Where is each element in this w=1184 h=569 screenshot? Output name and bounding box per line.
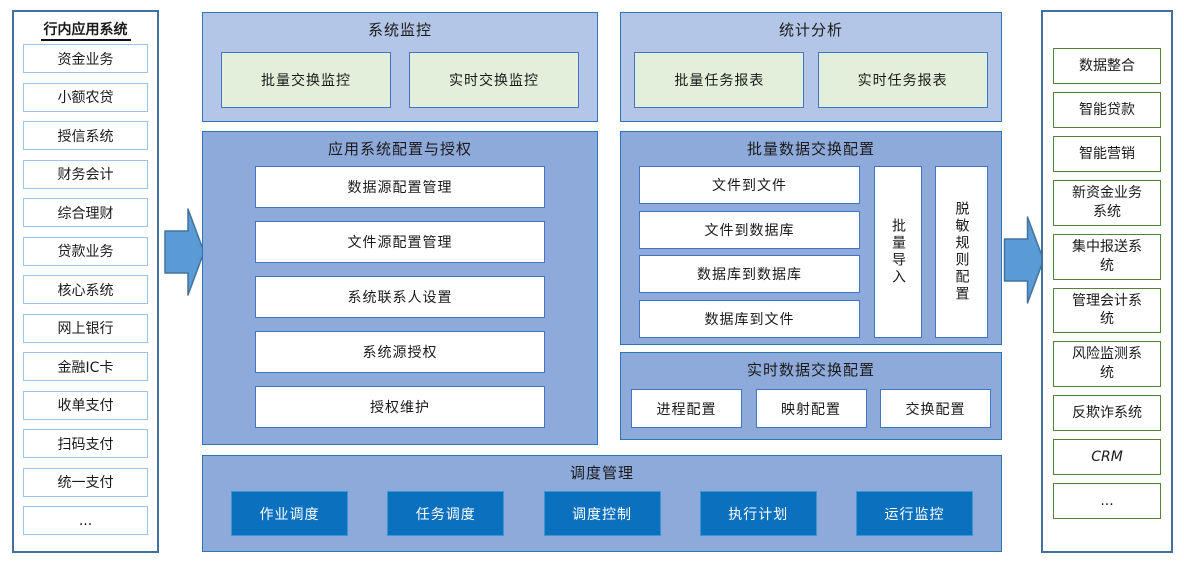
app-config-items: 数据源配置管理 文件源配置管理 系统联系人设置 系统源授权 授权维护 [203,159,597,428]
schedule-panel-title: 调度管理 [569,464,634,482]
batch-config-item: 文件到文件 [639,166,860,204]
left-app-item: 收单支付 [23,390,148,420]
left-app-item: 授信系统 [23,121,148,150]
right-system-item: 智能贷款 [1053,92,1161,128]
right-panel-items: 数据整合 智能贷款 智能营销 新资金业务系统 集中报送系统 管理会计系统 风险监… [1043,12,1171,520]
left-app-item: 统一支付 [23,467,148,497]
app-config-panel-title: 应用系统配置与授权 [327,140,472,158]
stats-item: 批量任务报表 [634,52,805,108]
left-panel-title-text: 行内应用系统 [40,22,131,41]
realtime-config-panel: 实时数据交换配置 进程配置 映射配置 交换配置 [620,352,1002,440]
schedule-item: 执行计划 [699,491,817,536]
monitor-panel: 系统监控 批量交换监控 实时交换监控 [202,12,598,122]
batch-config-item-column: 文件到文件 文件到数据库 数据库到数据库 数据库到文件 [639,166,860,338]
right-system-item: ... [1053,483,1161,520]
schedule-item: 作业调度 [231,491,348,536]
schedule-item: 调度控制 [543,491,661,536]
left-panel-items: 资金业务 小额农贷 授信系统 财务会计 综合理财 贷款业务 核心系统 网上银行 … [14,42,157,545]
masking-rules-vertical-box: 脱敏规则配置 [935,166,988,338]
left-panel-title: 行内应用系统 [14,12,157,42]
realtime-config-item: 交换配置 [880,389,991,428]
monitor-item: 批量交换监控 [221,52,391,108]
batch-config-panel-title: 批量数据交换配置 [746,140,875,158]
right-system-item: 反欺诈系统 [1053,395,1161,432]
flow-arrow-icon [164,208,205,296]
right-system-item: 智能营销 [1053,136,1161,172]
left-app-item: 小额农贷 [23,82,148,112]
stats-panel-title: 统计分析 [778,21,843,39]
left-app-item: ... [23,506,148,535]
left-app-item: 综合理财 [23,198,148,227]
right-system-item: 集中报送系统 [1053,233,1161,280]
flow-arrow-icon [1003,216,1045,304]
schedule-item: 任务调度 [387,491,505,536]
left-app-item: 核心系统 [23,275,148,304]
batch-config-items: 文件到文件 文件到数据库 数据库到数据库 数据库到文件 批量导入 脱敏规则配置 [621,166,1001,338]
app-config-item: 文件源配置管理 [255,221,545,263]
batch-import-vertical-box: 批量导入 [874,166,922,338]
stats-items: 批量任务报表 实时任务报表 [621,52,1001,108]
batch-config-item: 文件到数据库 [639,210,860,249]
right-system-item: 数据整合 [1053,48,1161,84]
app-config-item: 数据源配置管理 [255,166,545,208]
right-system-item: 风险监测系统 [1053,341,1161,388]
right-panel: 数据整合 智能贷款 智能营销 新资金业务系统 集中报送系统 管理会计系统 风险监… [1041,10,1173,553]
batch-config-item: 数据库到文件 [639,299,860,338]
left-app-item: 资金业务 [23,44,148,73]
left-app-item: 金融IC卡 [23,352,148,381]
realtime-config-item: 进程配置 [631,389,742,428]
stats-panel: 统计分析 批量任务报表 实时任务报表 [620,12,1002,122]
monitor-items: 批量交换监控 实时交换监控 [203,52,597,108]
realtime-config-panel-title: 实时数据交换配置 [746,361,875,379]
left-app-item: 扫码支付 [23,429,148,458]
left-app-item: 网上银行 [23,313,148,343]
monitor-panel-title: 系统监控 [367,21,432,39]
stats-item: 实时任务报表 [817,52,988,108]
app-config-item: 授权维护 [255,386,545,428]
realtime-config-item: 映射配置 [755,389,867,428]
batch-config-panel: 批量数据交换配置 文件到文件 文件到数据库 数据库到数据库 数据库到文件 批量导… [620,131,1002,345]
right-system-item: CRM [1053,439,1161,476]
schedule-items: 作业调度 任务调度 调度控制 执行计划 运行监控 [203,491,1001,536]
schedule-panel: 调度管理 作业调度 任务调度 调度控制 执行计划 运行监控 [202,455,1002,552]
realtime-config-items: 进程配置 映射配置 交换配置 [621,389,1001,428]
monitor-item: 实时交换监控 [409,52,579,108]
schedule-item: 运行监控 [856,491,973,536]
right-system-item: 新资金业务系统 [1053,180,1161,226]
batch-config-item: 数据库到数据库 [639,255,860,294]
right-system-item: 管理会计系统 [1053,287,1161,334]
app-config-panel: 应用系统配置与授权 数据源配置管理 文件源配置管理 系统联系人设置 系统源授权 … [202,131,598,445]
left-app-item: 贷款业务 [23,236,148,266]
app-config-item: 系统联系人设置 [255,276,545,318]
left-app-item: 财务会计 [23,159,148,189]
left-panel: 行内应用系统 资金业务 小额农贷 授信系统 财务会计 综合理财 贷款业务 核心系… [12,10,159,553]
app-config-item: 系统源授权 [255,331,545,373]
